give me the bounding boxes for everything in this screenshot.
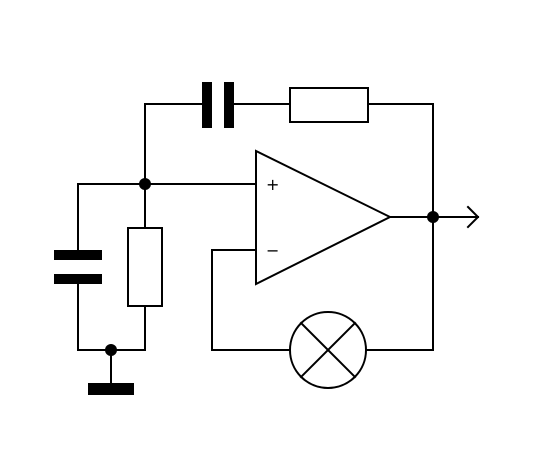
junction-ground [105, 344, 117, 356]
junction-plus-input [139, 178, 151, 190]
resistor-icon [127, 227, 163, 307]
op-amp-triangle [255, 149, 393, 286]
lamp-icon [289, 311, 367, 389]
capacitor-plate-top [54, 250, 102, 260]
junctions [105, 178, 439, 356]
capacitor-plate-left [202, 82, 212, 128]
junction-output [427, 211, 439, 223]
capacitor-icon [202, 82, 234, 128]
lamp-cross-b [299, 321, 357, 379]
ground-icon [88, 383, 134, 395]
plus-sign: + [266, 175, 279, 194]
arrow-right-icon [466, 205, 480, 229]
capacitor-plate-right [224, 82, 234, 128]
minus-sign: − [266, 241, 279, 260]
op-amp-icon: + − [255, 149, 393, 286]
resistor-icon [289, 87, 369, 123]
capacitor-icon [54, 250, 102, 284]
capacitor-plate-bottom [54, 274, 102, 284]
